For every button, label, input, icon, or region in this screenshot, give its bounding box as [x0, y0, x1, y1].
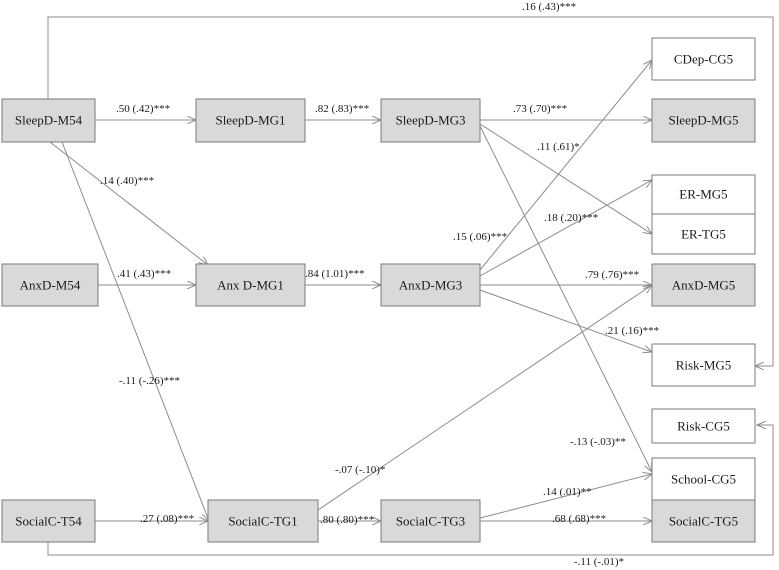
edge-sleepmg3-schoolcg5	[479, 125, 652, 472]
edge-socialtg3-schoolcg5	[479, 474, 652, 519]
node-anxd-mg5: AnxD-MG5	[651, 263, 756, 307]
node-socialc-t54: SocialC-T54	[1, 499, 96, 543]
label-sleep54-socialtg1: -.11 (-.26)***	[119, 375, 180, 387]
label-socialtg1-anxmg5: -.07 (-.10)*	[335, 464, 385, 476]
label-sleep54-anxmg1: .14 (.40)***	[100, 175, 154, 187]
node-er-tg5: ER-TG5	[651, 213, 756, 255]
label-socialtg3-schoolcg5: .14 (.01)**	[543, 486, 592, 498]
label-sleepmg1-sleepmg3: .82 (.83)***	[315, 103, 369, 115]
edge-sleepmg3-ertg5	[479, 123, 652, 234]
label-anxmg3-cdepcg5: .15 (.06)***	[453, 231, 507, 243]
node-socialc-tg1: SocialC-TG1	[207, 499, 319, 543]
label-socialtg3-socialtg5: .68 (.68)***	[552, 513, 606, 525]
node-sleepd-m54: SleepD-M54	[1, 98, 96, 143]
edge-anxmg3-ermg5	[479, 180, 652, 277]
edge-labels: .16 (.43)*** .50 (.42)*** .14 (.40)*** .…	[100, 1, 659, 568]
node-risk-mg5: Risk-MG5	[651, 343, 756, 387]
label-sleepmg3-sleepmg5: .73 (.70)***	[513, 103, 567, 115]
node-label: SleepD-MG5	[668, 113, 738, 128]
label-sleepmg3-ertg5: .11 (.61)*	[537, 141, 580, 153]
node-school-cg5: School-CG5	[651, 457, 756, 501]
node-label: CDep-CG5	[674, 52, 733, 67]
node-label: School-CG5	[671, 472, 736, 487]
label-sleepmg3-schoolcg5: -.13 (-.03)**	[570, 436, 626, 448]
label-social54-riskcg5: -.11 (-.01)*	[574, 556, 624, 568]
edge-sleep54-anxmg1	[49, 141, 208, 265]
node-sleepd-mg1: SleepD-MG1	[195, 98, 306, 143]
edges	[47, 16, 774, 556]
node-label: AnxD-MG5	[672, 278, 736, 293]
node-label: AnxD-MG3	[399, 278, 463, 293]
label-anxmg3-ermg5: .18 (.20)***	[544, 212, 598, 224]
edge-sleep54-riskmg5	[47, 16, 774, 366]
node-label: AnxD-M54	[20, 278, 81, 293]
node-label: SocialC-TG1	[228, 514, 297, 529]
label-socialtg1-socialtg3: .80 (.80)***	[320, 514, 374, 526]
node-risk-cg5: Risk-CG5	[651, 408, 756, 444]
label-sleep54-riskmg5: .16 (.43)***	[522, 1, 576, 13]
node-label: SocialC-TG5	[669, 514, 738, 529]
label-sleep54-sleepmg1: .50 (.42)***	[116, 103, 170, 115]
node-label: SleepD-MG1	[215, 113, 285, 128]
node-label: ER-TG5	[681, 227, 726, 242]
node-label: ER-MG5	[679, 187, 727, 202]
edge-sleep54-socialtg1	[61, 141, 209, 521]
node-er-mg5: ER-MG5	[651, 174, 756, 215]
edge-socialtg1-anxmg5	[317, 285, 652, 511]
node-label: Risk-MG5	[676, 358, 732, 373]
edge-social54-riskcg5	[47, 425, 774, 556]
node-socialc-tg3: SocialC-TG3	[380, 499, 481, 543]
node-label: Risk-CG5	[677, 419, 730, 434]
node-label: SocialC-TG3	[396, 514, 465, 529]
node-anxd-mg1: Anx D-MG1	[195, 263, 306, 307]
edge-anxmg3-cdepcg5	[479, 60, 652, 271]
node-anxd-mg3: AnxD-MG3	[380, 263, 481, 307]
label-social54-socialtg1: .27 (.08)***	[140, 513, 194, 525]
nodes: SleepD-M54 AnxD-M54 SocialC-T54 SleepD-M…	[1, 37, 756, 543]
node-sleepd-mg5: SleepD-MG5	[651, 98, 756, 143]
edge-anxmg3-riskmg5	[479, 289, 652, 352]
node-socialc-tg5: SocialC-TG5	[651, 499, 756, 543]
label-anx54-anxmg1: .41 (.43)***	[117, 268, 171, 280]
label-anxmg3-anxmg5: .79 (.76)***	[585, 269, 639, 281]
node-label: SleepD-M54	[15, 113, 83, 128]
node-anxd-m54: AnxD-M54	[1, 263, 99, 307]
node-label: SleepD-MG3	[395, 113, 465, 128]
node-label: SocialC-T54	[15, 514, 82, 529]
label-anxmg3-riskmg5: .21 (.16)***	[605, 325, 659, 337]
node-sleepd-mg3: SleepD-MG3	[380, 98, 481, 143]
label-anxmg1-anxmg3: .84 (1.01)***	[305, 268, 365, 280]
node-cdep-cg5: CDep-CG5	[651, 37, 756, 81]
node-label: Anx D-MG1	[217, 278, 284, 293]
